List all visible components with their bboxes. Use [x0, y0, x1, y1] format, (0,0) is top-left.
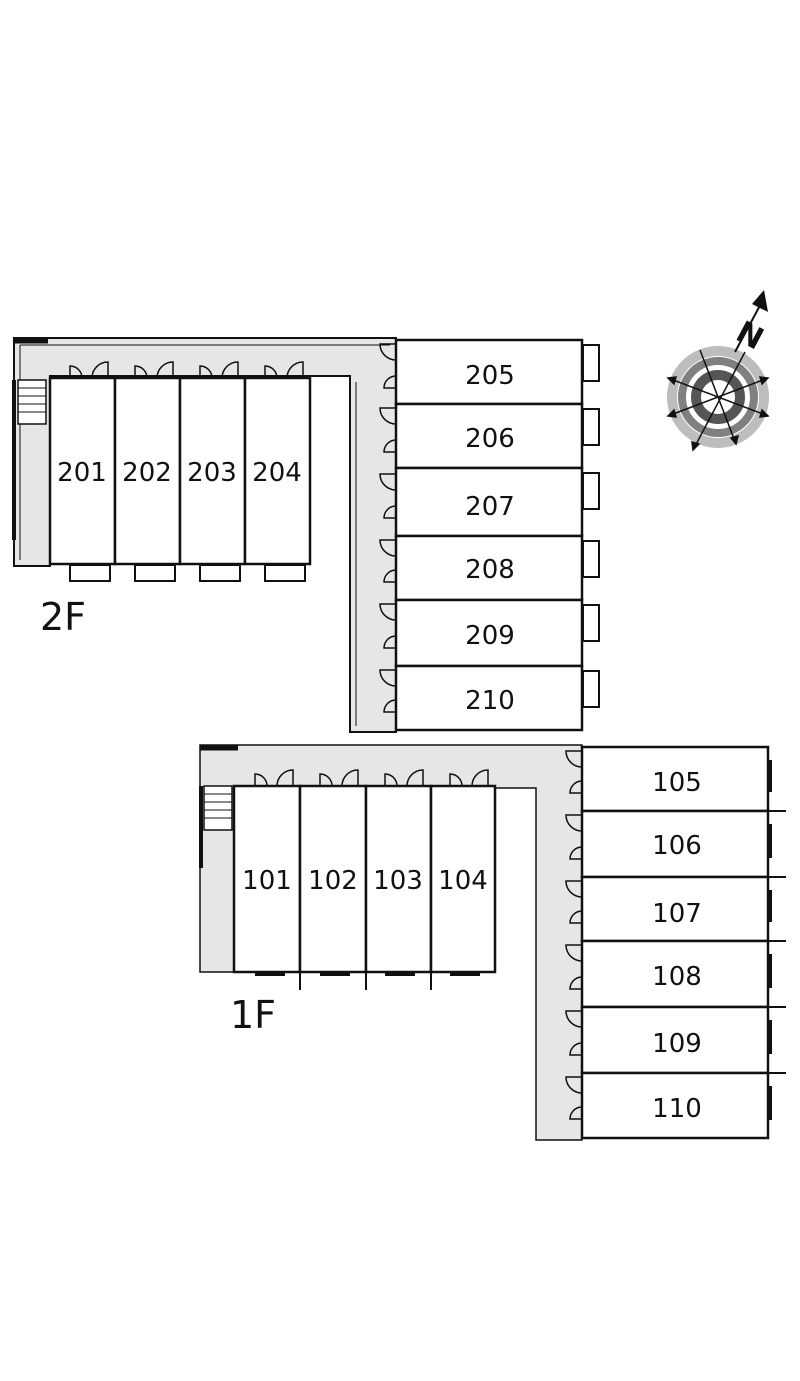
unit-209 [394, 598, 584, 668]
unit-210 [394, 664, 584, 732]
unit-label-208: 208 [465, 555, 515, 585]
unit-203 [178, 376, 247, 566]
unit-label-106: 106 [652, 831, 702, 861]
unit-label-109: 109 [652, 1029, 702, 1059]
unit-206 [394, 402, 584, 470]
floor-2f: 201 202 203 204 205 206 207 208 209 210 … [12, 337, 600, 733]
stairs-1f [199, 785, 233, 868]
compass-icon: N [666, 290, 770, 452]
balconies-2f-west [69, 564, 306, 582]
unit-107 [580, 875, 770, 943]
unit-label-104: 104 [438, 866, 488, 896]
floor-label-2f: 2F [40, 595, 86, 639]
unit-label-110: 110 [652, 1094, 702, 1124]
unit-label-105: 105 [652, 768, 702, 798]
unit-label-207: 207 [465, 492, 515, 522]
unit-label-209: 209 [465, 621, 515, 651]
unit-102 [298, 784, 368, 974]
doors-2f-east [379, 343, 397, 713]
unit-label-107: 107 [652, 899, 702, 929]
north-arrow-head [752, 290, 768, 312]
unit-label-108: 108 [652, 962, 702, 992]
unit-201 [48, 376, 117, 566]
unit-label-201: 201 [57, 458, 107, 488]
unit-104 [429, 784, 497, 974]
balconies-2f-east [582, 344, 600, 708]
unit-110 [580, 1071, 770, 1140]
unit-105 [580, 745, 770, 813]
unit-label-103: 103 [373, 866, 423, 896]
partition-ticks-1f-west [255, 972, 480, 990]
unit-204 [243, 376, 312, 566]
unit-label-203: 203 [187, 458, 237, 488]
doors-1f-east [565, 750, 583, 1120]
unit-label-202: 202 [122, 458, 172, 488]
floor-label-1f: 1F [230, 993, 276, 1037]
doors-2f-west [69, 361, 304, 379]
unit-label-204: 204 [252, 458, 302, 488]
unit-label-102: 102 [308, 866, 358, 896]
unit-label-205: 205 [465, 361, 515, 391]
stairs-2f [12, 379, 47, 540]
unit-207 [394, 466, 584, 538]
unit-label-101: 101 [242, 866, 292, 896]
partition-ticks-1f-east [768, 760, 786, 1120]
unit-label-210: 210 [465, 686, 515, 716]
unit-108 [580, 939, 770, 1009]
floor-1f: 101 102 103 104 105 106 107 108 109 110 … [199, 744, 786, 1141]
unit-label-206: 206 [465, 424, 515, 454]
doors-1f-west [254, 769, 489, 787]
unit-109 [580, 1005, 770, 1075]
